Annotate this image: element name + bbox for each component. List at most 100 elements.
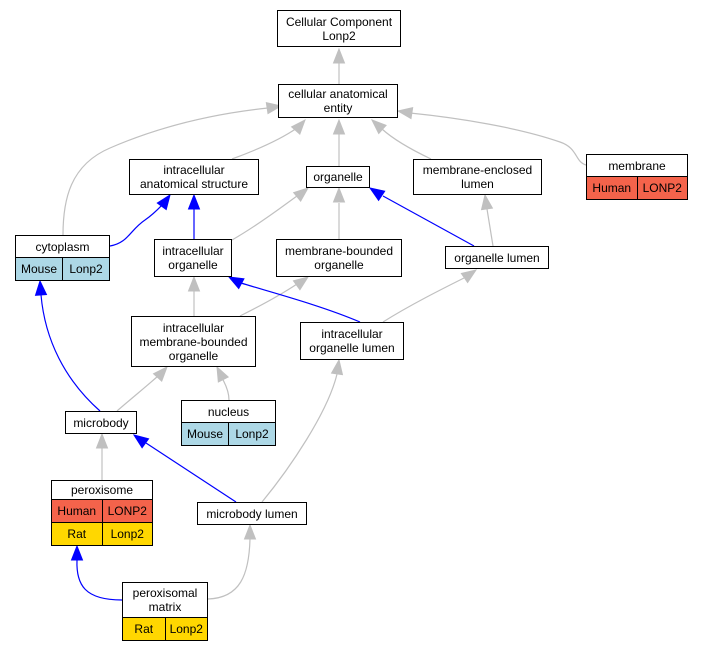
node-organelle[interactable]: organelle (306, 166, 370, 188)
edge-pm-to-ml (207, 523, 257, 600)
node-label: organelle lumen (454, 250, 540, 265)
edge-imbo-to-mbo (239, 276, 310, 317)
node-label: organelle (313, 170, 363, 184)
edge-cytoplasm-to-cae (62, 102, 283, 236)
edge-iol-to-ol (382, 269, 478, 323)
gene-cell: LONP2 (101, 500, 152, 522)
node-label: membrane (608, 158, 666, 173)
arrowhead (187, 193, 201, 210)
arrowhead (243, 523, 257, 540)
node-label: entity (323, 101, 353, 115)
gene-cell: Lonp2 (62, 258, 109, 280)
edge-pm-to-peroxisome (70, 544, 123, 601)
arrowhead (216, 365, 230, 383)
arrowhead (152, 365, 168, 382)
node-microbody-lumen[interactable]: microbody lumen (197, 502, 307, 525)
node-label: intracellular (321, 327, 383, 341)
edge-cytoplasm-to-ias (109, 193, 171, 247)
node-label: Cellular Component (285, 14, 393, 29)
edge-ias-to-cae (231, 118, 306, 160)
node-label: membrane-bounded (139, 334, 248, 349)
arrowhead (332, 47, 346, 64)
species-cell: Mouse (182, 423, 228, 445)
edge-imbo-to-io (187, 275, 201, 316)
arrowhead (132, 434, 150, 449)
species-cell: Human (587, 177, 637, 199)
node-label: lumen (461, 177, 494, 191)
arrowhead (292, 187, 310, 203)
arrowhead (290, 118, 306, 135)
species-cell: Rat (123, 618, 165, 640)
node-label: peroxisome (70, 483, 134, 497)
edge-io-to-ias (187, 193, 201, 239)
arrowhead (292, 276, 310, 291)
node-label: matrix (148, 600, 182, 614)
edge-ol-to-organelle (368, 187, 475, 247)
species-cell: Rat (52, 523, 102, 545)
edge-nucleus-to-imbo (216, 365, 230, 401)
arrowhead (330, 358, 344, 376)
node-label: membrane-bounded (284, 244, 394, 258)
node-label: membrane-enclosed (422, 163, 533, 177)
gene-cell: LONP2 (636, 177, 687, 199)
edge-ml-to-microbody (132, 434, 237, 503)
arrowhead (34, 279, 48, 296)
species-cell: Human (52, 500, 102, 522)
edge-peroxisome-to-microbody (95, 432, 109, 480)
edge-io-to-organelle (231, 187, 310, 241)
node-microbody[interactable]: microbody (65, 411, 137, 434)
arrowhead (187, 275, 201, 292)
node-label: intracellular (163, 163, 225, 177)
node-label: cytoplasm (35, 239, 90, 254)
species-cell: Mouse (16, 258, 62, 280)
arrowhead (156, 193, 171, 211)
edges (34, 47, 587, 601)
edge-microbody-to-cytoplasm (34, 279, 101, 412)
node-organelle-lumen[interactable]: organelle lumen (445, 246, 549, 269)
arrowhead (95, 432, 109, 449)
edge-microbody-to-imbo (116, 365, 168, 412)
gene-cell: Lonp2 (101, 523, 152, 545)
node-label: nucleus (207, 404, 250, 419)
node-label: intracellular (162, 244, 224, 258)
edge-mel-to-cae (370, 119, 432, 160)
node-label: intracellular (162, 320, 225, 335)
edge-organelle-to-cae (332, 118, 346, 166)
edge-cae-to-root (332, 47, 346, 84)
arrowhead (227, 276, 245, 290)
node-label: organelle lumen (309, 341, 395, 355)
node-label: Lonp2 (322, 28, 356, 43)
node-label: microbody (73, 415, 129, 430)
gene-cell: Lonp2 (164, 618, 207, 640)
arrowhead (480, 193, 494, 211)
arrowhead (332, 186, 346, 203)
node-label: organelle (168, 258, 218, 272)
node-label: microbody lumen (206, 506, 298, 521)
node-label: anatomical structure (139, 177, 249, 191)
edge-ol-to-mel (480, 193, 494, 247)
node-label: cellular anatomical (288, 87, 388, 101)
arrowhead (70, 544, 84, 561)
edge-iol-to-io (227, 276, 361, 323)
edge-membrane-to-cae (396, 107, 587, 166)
node-label: peroxisomal (132, 586, 198, 600)
arrowhead (368, 187, 386, 202)
edge-mbo-to-organelle (332, 186, 346, 239)
arrowhead (265, 102, 283, 115)
arrowhead (370, 119, 387, 135)
edge-ml-to-iol (261, 358, 344, 503)
